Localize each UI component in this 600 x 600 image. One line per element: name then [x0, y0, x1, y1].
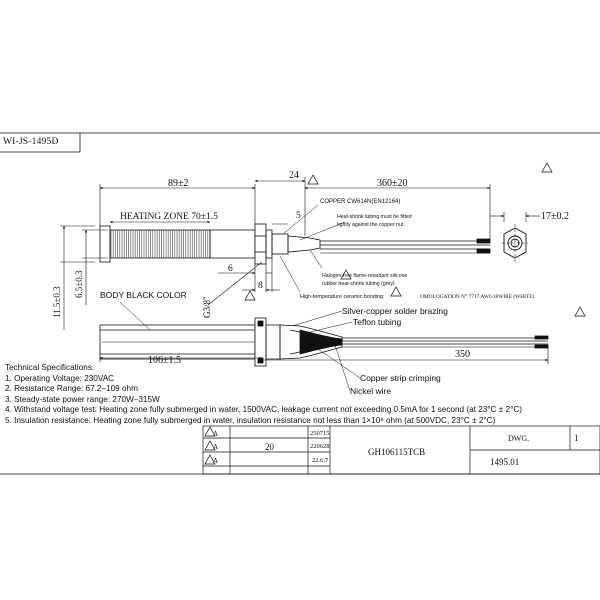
heating-zone-knurl	[109, 229, 211, 259]
callout-teflon: Teflon tubing	[353, 317, 401, 327]
dim-106: 106±1.5	[148, 355, 181, 366]
callout-heat-shrink-2: tightly against the copper nut.	[337, 222, 405, 228]
date-2: 220628	[310, 443, 330, 450]
specs-title: Technical Specifications:	[5, 363, 95, 372]
qty: 20	[265, 442, 275, 452]
part-number: GH106115TCB	[368, 447, 425, 457]
callout-nickel: Nickel wire	[350, 386, 391, 396]
dim-89: 89±2	[168, 178, 189, 189]
callout-heat-shrink-1: Heat-shrink tubing must be fitted	[337, 214, 412, 220]
callout-body-color: BODY BLACK COLOR	[100, 290, 187, 300]
technical-specifications: Technical Specifications: 1. Operating V…	[5, 363, 522, 427]
top-dimensions	[60, 177, 540, 330]
callout-halogen-1: Halogen-free flame-retardant silicone	[322, 273, 407, 279]
rev-a-3: A	[213, 457, 218, 465]
dim-thread: G3/8"	[202, 296, 212, 318]
dwg-label: DWG.	[508, 434, 529, 443]
section-dimensions	[99, 348, 549, 364]
spec-item-1: 1. Operating Voltage: 230VAC	[5, 373, 115, 383]
spec-item-5: 5. Insulation resistance: Heating zone f…	[5, 415, 496, 425]
spec-item-4: 4. Withstand voltage test: Heating zone …	[5, 405, 522, 415]
hex-end-view	[502, 224, 528, 262]
revision-mark: 1	[574, 433, 579, 443]
callout-crimping: Copper strip crimping	[360, 373, 441, 383]
revision-triangles	[204, 162, 586, 465]
dim-outer-dia: 11.5±0.3	[52, 286, 62, 318]
callout-ceramic: High-temperature ceramic bonding	[300, 294, 383, 300]
callout-texts: COPPER CW614N(EN12164) Heat-shrink tubin…	[100, 199, 535, 396]
callout-copper: COPPER CW614N(EN12164)	[320, 199, 400, 205]
drawing-id: WI-JS-1495D	[3, 137, 59, 147]
hex-nut	[254, 223, 267, 265]
date-1: 250715	[310, 430, 330, 437]
rev-a-2: A	[213, 443, 218, 451]
callout-halogen-2: rubber heat-shrink tubing (grey)	[322, 281, 395, 287]
dim-360: 360±20	[377, 178, 408, 189]
dim-6: 6	[228, 264, 233, 274]
dim-inner-dia: 6.5±0.3	[74, 270, 84, 298]
callout-homologation: OMOLOGATION N° 7717 AWG18WIRE (WHITE)	[420, 293, 535, 300]
callout-silver: Silver-copper solder brazing	[342, 306, 448, 316]
title-block	[202, 425, 600, 475]
date-3: 22.6.7	[312, 457, 329, 464]
spec-item-3: 3. Steady-state power range: 270W–315W	[5, 394, 160, 404]
labels: 89±2 24 360±20 17±0.2 HEATING ZONE 70±1.…	[52, 170, 579, 443]
heater-top-view	[99, 223, 491, 265]
rev-a-1: A	[213, 430, 218, 438]
dim-5: 5	[296, 211, 301, 221]
dim-24: 24	[289, 170, 299, 181]
dim-heating-zone: HEATING ZONE 70±1.5	[120, 212, 218, 222]
dim-8: 8	[258, 281, 263, 291]
dim-350: 350	[455, 349, 470, 360]
dim-17: 17±0.2	[541, 211, 569, 222]
dwg-number: 1495.01	[490, 457, 519, 467]
spec-item-2: 2. Resistance Range: 67.2–109 ohm	[5, 384, 138, 394]
title-block-texts: A A A 20 250715 220628 22.6.7 GH106115TC…	[213, 430, 529, 467]
